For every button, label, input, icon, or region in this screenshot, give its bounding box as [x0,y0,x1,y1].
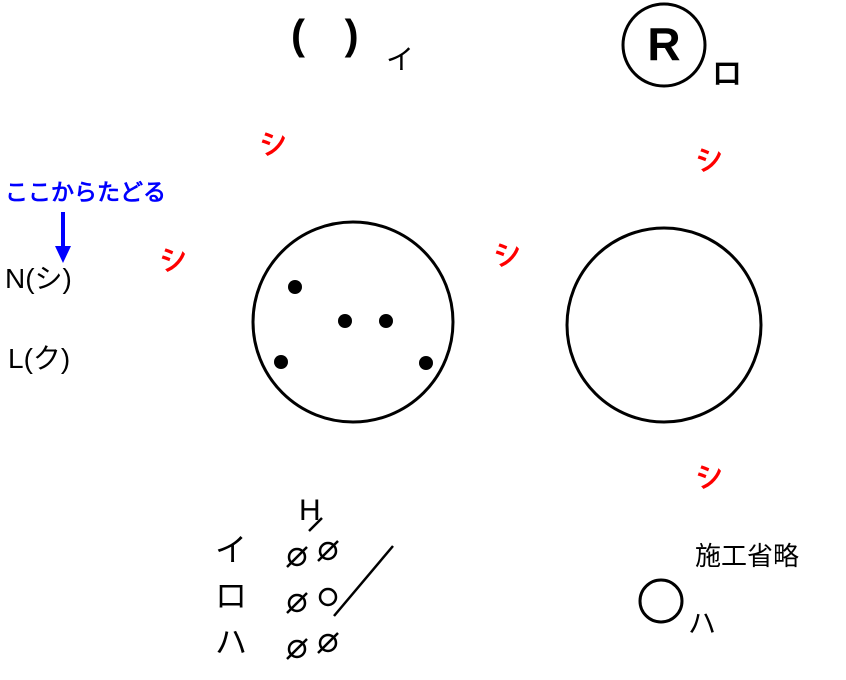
wire-color-mark: シ [256,125,291,162]
switch-lever [308,517,323,532]
relay-circuit-label: ロ [712,58,742,91]
terminal-dot [274,355,288,369]
live-terminal-label: L(ク) [8,343,71,374]
construction-omitted-label: 施工省略 [695,541,800,571]
ceiling-lamp-circuit-label: イ [386,44,415,75]
switch-contact-circle [318,541,338,561]
wire-color-mark: シ [490,236,525,273]
junction-box-right-circle [565,226,763,424]
switch-header-label: H [299,494,321,527]
omitted-lamp-circle [638,578,684,624]
switch-label-i: イ [215,532,248,568]
switch-lever [286,546,308,568]
omitted-circuit-label: ハ [688,608,717,639]
switch-lever-long [333,545,394,617]
switch-lever [286,592,308,614]
switch-contact-circle [318,633,338,653]
switch-label-ro: ロ [215,578,248,614]
switch-contact-circle [287,593,307,613]
switch-label-ha: ハ [215,624,248,660]
wire-color-mark: シ [692,458,727,495]
terminal-dot [379,314,393,328]
terminal-dot [288,280,302,294]
trace-hint-text: ここからたどる [5,179,166,205]
ceiling-lamp-symbol: ( ) [291,11,373,58]
junction-box-left-circle [251,220,455,424]
switch-contact-circle [287,547,307,567]
neutral-terminal-label: N(シ) [5,263,72,294]
wire-color-mark: シ [156,241,191,278]
switch-contact-circle [287,639,307,659]
switch-contact-circle [318,587,338,607]
relay-letter-label: R [647,18,681,71]
wire-color-mark: シ [692,141,727,178]
terminal-dot [338,314,352,328]
terminal-dot [419,356,433,370]
relay-circle [621,2,707,88]
trace-arrow-head [55,246,71,263]
switch-lever [317,632,339,654]
switch-lever [317,540,339,562]
switch-lever [286,638,308,660]
